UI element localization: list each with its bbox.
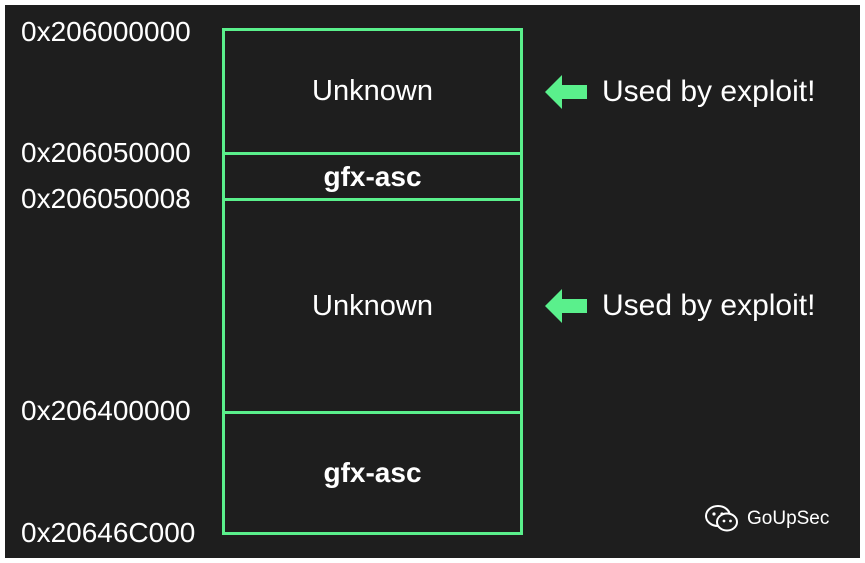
segment-label: Unknown	[312, 75, 433, 107]
address-label: 0x20646C000	[21, 517, 196, 548]
memory-map-diagram: 0x206000000 0x206050000 0x206050008 0x20…	[5, 5, 860, 558]
annotation-text: Used by exploit!	[602, 289, 816, 322]
annotation: Used by exploit!	[545, 286, 815, 326]
arrow-left-icon	[545, 289, 587, 323]
segment-gfx-asc: gfx-asc	[225, 414, 520, 532]
address-label: 0x206050000	[21, 137, 191, 168]
wechat-icon	[705, 505, 738, 532]
watermark-text: GoUpSec	[747, 508, 830, 529]
segment-label: gfx-asc	[323, 457, 422, 488]
segment-divider	[225, 198, 520, 201]
arrow-left-icon	[545, 75, 587, 109]
segment-label: gfx-asc	[323, 160, 422, 192]
annotation-text: Used by exploit!	[602, 75, 816, 108]
segment-unknown: Unknown	[225, 31, 520, 152]
segment-divider	[225, 411, 520, 414]
segment-divider	[225, 152, 520, 155]
address-label: 0x206400000	[21, 395, 191, 426]
memory-region-box: Unknown gfx-asc Unknown gfx-asc	[222, 28, 523, 535]
segment-unknown: Unknown	[225, 201, 520, 411]
segment-label: Unknown	[312, 289, 433, 322]
segment-gfx-asc: gfx-asc	[225, 155, 520, 198]
watermark: GoUpSec	[705, 505, 829, 533]
address-label: 0x206000000	[21, 16, 191, 47]
address-label: 0x206050008	[21, 183, 191, 214]
annotation: Used by exploit!	[545, 72, 815, 112]
